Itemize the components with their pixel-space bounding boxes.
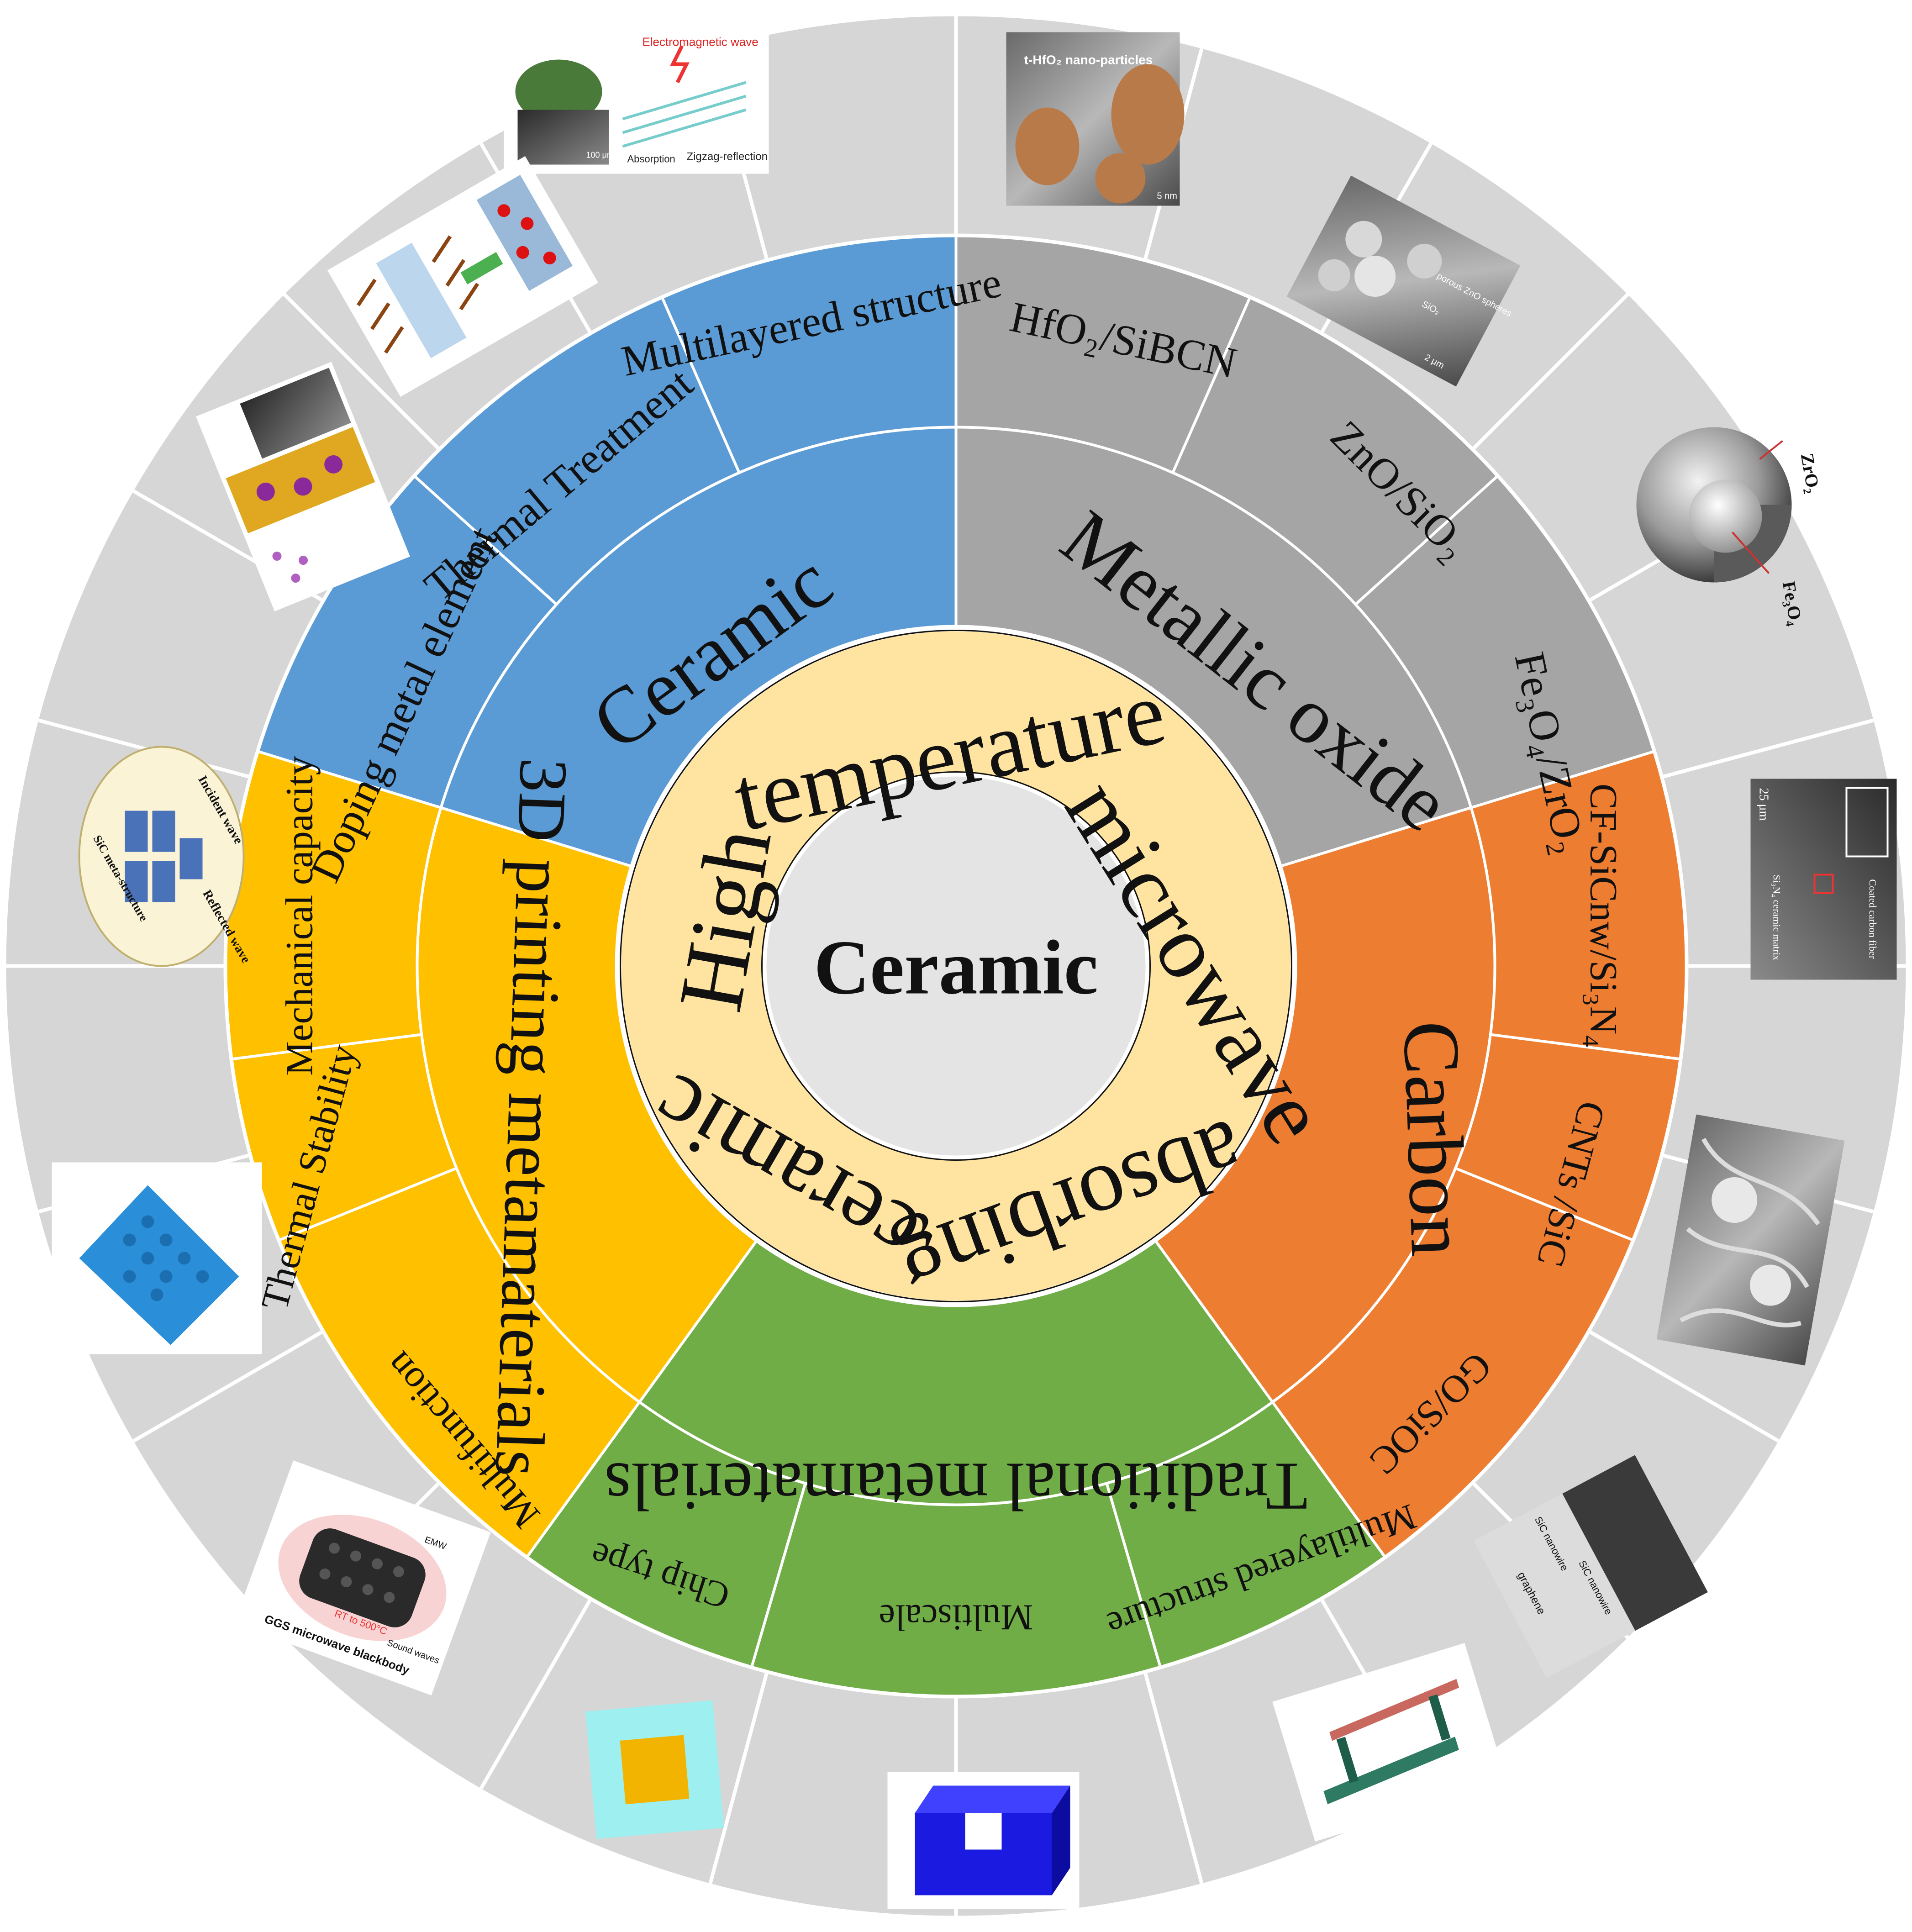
multilayer-scale: 100 μm (586, 151, 614, 160)
image-cnts-sic-sem (1656, 1114, 1845, 1366)
image-thermal-treatment (327, 156, 599, 397)
hfo2-label: t-HfO₂ nano-particles (1024, 53, 1153, 67)
sector-ring-outline (223, 233, 1689, 1699)
multilayer-em-wave: Electromagnetic wave (642, 35, 758, 49)
center-title: Ceramic (814, 925, 1098, 1011)
image-chip-type (585, 1700, 724, 1839)
printing-item-mechanical: Mechanical capacity (278, 756, 321, 1076)
carbon-item-cf: CF-SiCnw/Si₃N₄ (1582, 784, 1625, 1048)
image-3d-printed-pad (52, 1162, 262, 1354)
image-cf-sic-sem: Coated carbon fiber Si₃N₄ ceramic matrix… (1750, 779, 1897, 980)
center-circle (762, 772, 1150, 1160)
image-traditional-multilayered (1272, 1643, 1507, 1842)
traditional-title-text: Traditional metamaterials (605, 1449, 1308, 1525)
image-multiscale-block (887, 1772, 1080, 1909)
cf-sic-label-1: Coated carbon fiber (1867, 879, 1879, 959)
image-multilayered-structure: Electromagnetic wave Absorption Zigzag-r… (504, 27, 769, 174)
core-shell-shell: ZrO₂ (1797, 452, 1824, 495)
image-go-sioc-tem: graphene SiC nanowire SiC nanowire (1474, 1455, 1708, 1678)
image-doping-metal (195, 362, 411, 611)
center-outline (761, 771, 1151, 1161)
sector-title-traditional: Traditional metamaterials (605, 1449, 1308, 1525)
multilayer-zigzag: Zigzag-reflection (687, 151, 768, 163)
image-hfo2-tem: t-HfO₂ nano-particles 5 nm (1006, 32, 1185, 206)
image-zno-sem: porous ZnO spheres SiO₂ 2 μm (1286, 175, 1521, 387)
image-core-shell-sphere: ZrO₂ Fe₃O₄ (1636, 427, 1824, 627)
sector-title-carbon: Carbon (1387, 1020, 1484, 1258)
cf-sic-scale: 25 μm (1757, 788, 1771, 821)
sector-traditional (527, 966, 1385, 1697)
cf-sic-label-2: Si₃N₄ ceramic matrix (1771, 875, 1783, 961)
traditional-item-multiscale: Multiscale (879, 1597, 1033, 1637)
hfo2-scale: 5 nm (1157, 191, 1177, 201)
inner-ring-outline (620, 630, 1292, 1302)
multilayer-absorption: Absorption (627, 153, 675, 165)
